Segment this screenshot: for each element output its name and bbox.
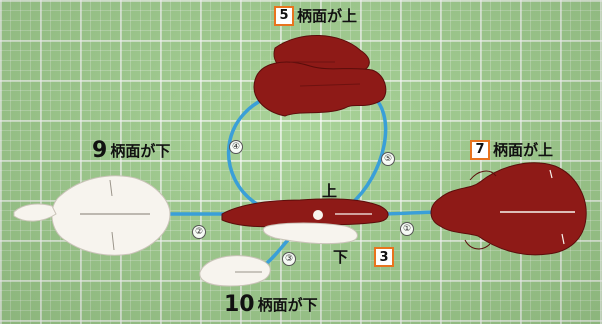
white-piece-center: [262, 222, 358, 245]
step-2-marker: ②: [192, 225, 206, 239]
label-piece-9: 9 柄面が下: [92, 138, 170, 163]
step-4-marker: ④: [229, 140, 243, 154]
red-piece-3: [221, 198, 389, 228]
white-piece-9: [13, 175, 171, 256]
step-1-marker: ①: [400, 222, 414, 236]
piece-number: 9: [92, 138, 108, 163]
connector-5: [348, 90, 388, 207]
step-3-marker: ③: [282, 252, 296, 266]
label-piece-3: 3: [374, 247, 394, 267]
label-piece-10: 10 柄面が下: [224, 292, 318, 317]
step-5-marker: ⑤: [381, 152, 395, 166]
side-up-label: 上: [322, 182, 338, 200]
label-piece-7: 7 柄面が上: [470, 139, 553, 160]
face-direction-text: 柄面が下: [257, 296, 318, 314]
face-direction-text: 柄面が上: [297, 7, 358, 25]
piece-number-box: 3: [374, 247, 394, 267]
piece-number-box: 7: [470, 139, 490, 160]
side-down-label: 下: [333, 248, 349, 266]
piece-number-box: 5: [274, 5, 294, 26]
red-piece-7: [430, 162, 587, 256]
face-direction-text: 柄面が下: [110, 142, 171, 160]
piece-number: 10: [224, 292, 255, 317]
face-direction-text: 柄面が上: [493, 141, 554, 159]
label-piece-5: 5 柄面が上: [274, 5, 357, 26]
red-piece-5: [253, 35, 387, 117]
white-piece-10: [199, 255, 271, 287]
